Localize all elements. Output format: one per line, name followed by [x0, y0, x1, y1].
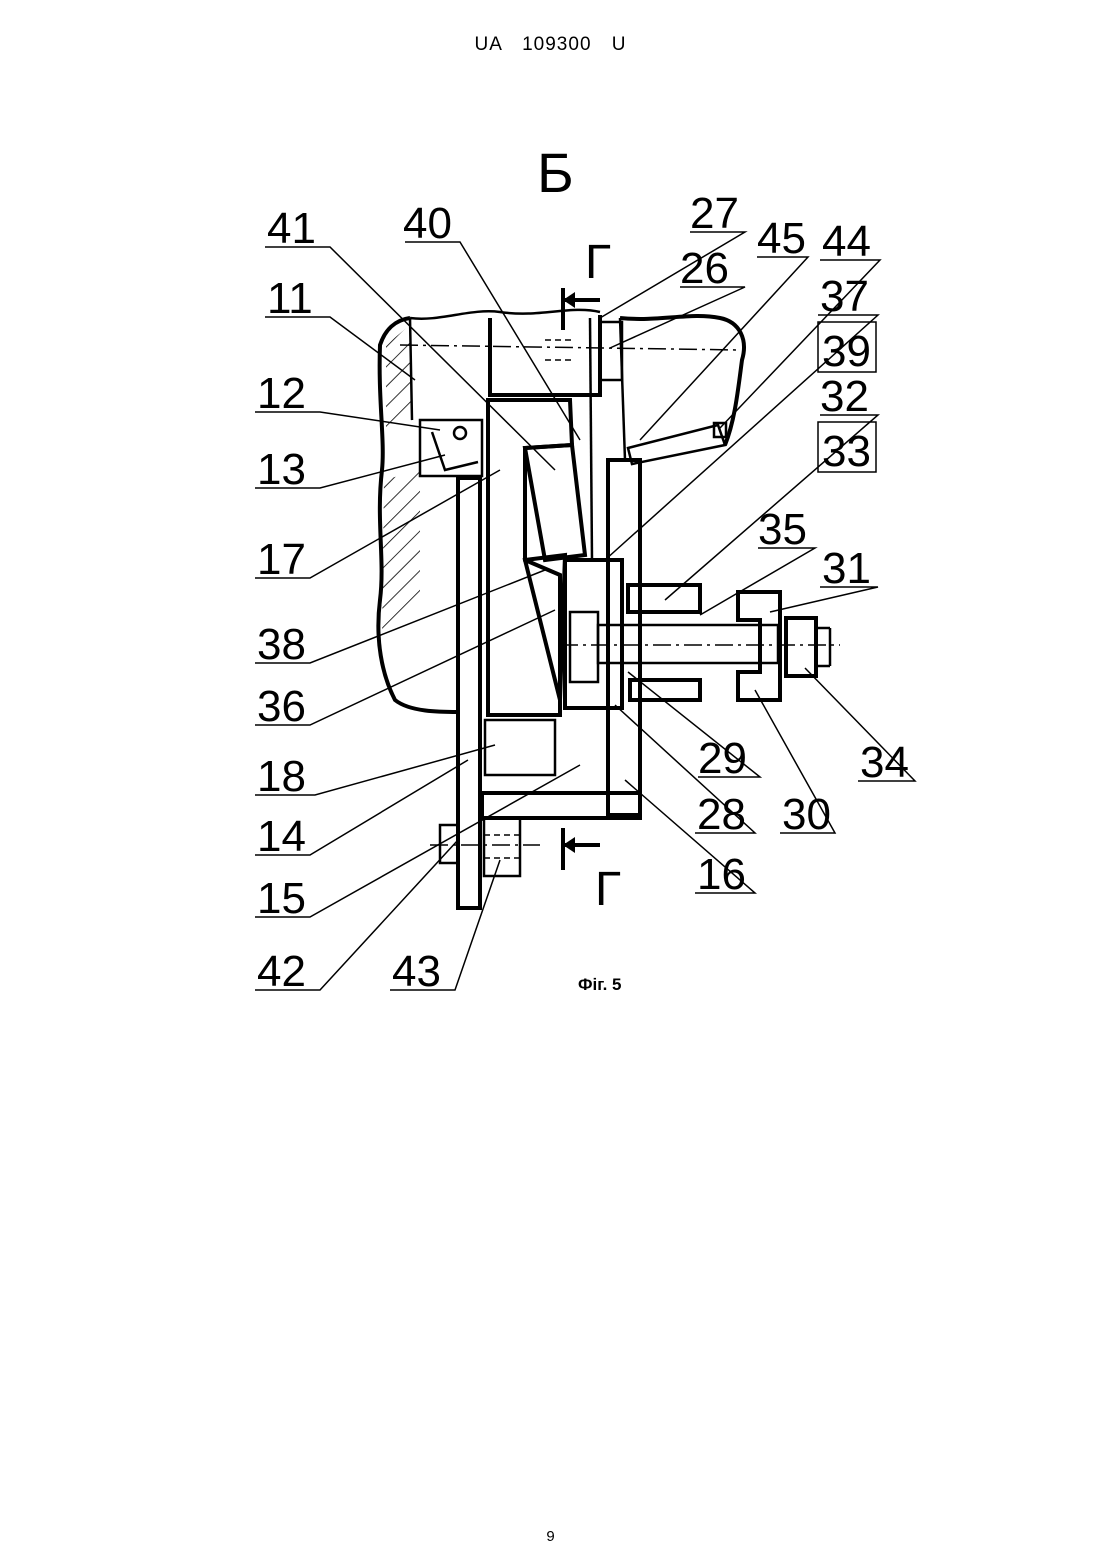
label-30: 30: [782, 790, 831, 839]
label-36: 36: [257, 682, 306, 731]
label-18: 18: [257, 752, 306, 801]
label-26: 26: [680, 244, 729, 293]
label-35: 35: [758, 505, 807, 554]
label-14: 14: [257, 812, 306, 861]
label-27: 27: [690, 189, 739, 238]
label-40: 40: [403, 199, 452, 248]
label-43: 43: [392, 947, 441, 996]
page-number: 9: [0, 1528, 1101, 1545]
part-number-labels: Б Г Г 41 40 27 26 45 44 11 37 39 32 33 1…: [257, 141, 909, 996]
label-33: 33: [822, 427, 871, 476]
drawing-geometry: [378, 288, 840, 908]
view-label: Б: [537, 141, 574, 204]
label-39: 39: [822, 327, 871, 376]
label-15: 15: [257, 874, 306, 923]
label-29: 29: [698, 734, 747, 783]
label-28: 28: [697, 790, 746, 839]
label-42: 42: [257, 947, 306, 996]
figure-caption: Фіг. 5: [578, 975, 622, 994]
label-13: 13: [257, 445, 306, 494]
section-mark-bottom: Г: [595, 863, 621, 916]
label-16: 16: [697, 850, 746, 899]
label-11: 11: [267, 274, 313, 323]
label-12: 12: [257, 369, 306, 418]
label-45: 45: [757, 214, 806, 263]
label-38: 38: [257, 620, 306, 669]
label-41: 41: [267, 204, 316, 253]
section-mark-top: Г: [585, 236, 611, 289]
label-44: 44: [822, 217, 871, 266]
label-37: 37: [820, 272, 869, 321]
label-31: 31: [822, 544, 871, 593]
label-34: 34: [860, 738, 909, 787]
label-17: 17: [257, 535, 306, 584]
label-32: 32: [820, 372, 869, 421]
